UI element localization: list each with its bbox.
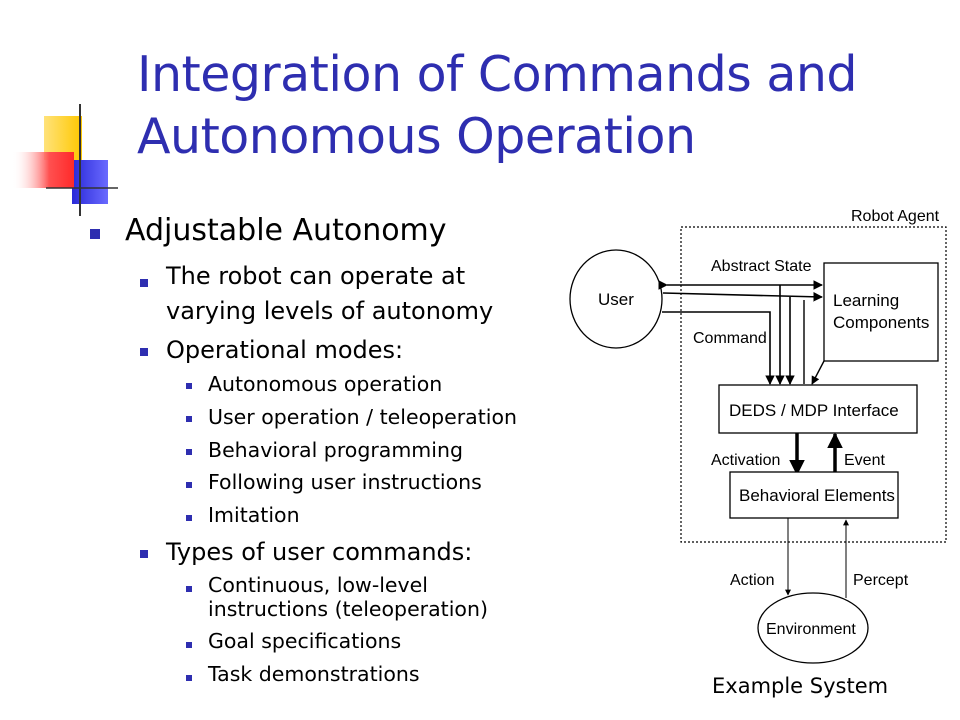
bullet-command-types: Types of user commands: (166, 538, 473, 566)
title-line-2: Autonomous Operation (137, 108, 696, 165)
bullet-marker (186, 449, 192, 455)
command-item: Task demonstrations (208, 662, 420, 686)
user-node (569, 249, 663, 349)
robot-agent-label: Robot Agent (851, 208, 940, 225)
command-arrow (662, 311, 775, 385)
mode-item: Following user instructions (208, 470, 482, 494)
bullet-marker (90, 229, 100, 239)
decorative-corner-graphic (12, 104, 118, 216)
event-label: Event (844, 452, 885, 469)
bullet-marker (186, 515, 192, 521)
bullet-marker (186, 586, 192, 592)
deds-interface-box (718, 384, 918, 434)
bullet-adjustable-autonomy: Adjustable Autonomy (125, 213, 447, 248)
behavioral-elements-box (729, 471, 899, 519)
title-line-1: Integration of Commands and (137, 46, 858, 103)
action-label: Action (730, 572, 774, 589)
bullet-robot-levels-line2: varying levels of autonomy (166, 297, 494, 325)
learning-label-line2: Components (833, 313, 929, 332)
behavioral-label: Behavioral Elements (739, 486, 895, 505)
bullet-marker (186, 383, 192, 389)
command-label: Command (693, 330, 767, 347)
abstract-state-label: Abstract State (711, 258, 812, 275)
bullet-marker (140, 279, 148, 287)
robot-agent-boundary (680, 226, 947, 543)
deds-label: DEDS / MDP Interface (729, 401, 899, 420)
environment-label: Environment (766, 621, 856, 638)
activation-label: Activation (711, 452, 780, 469)
learning-arrow (662, 291, 823, 302)
deco-blue-square (72, 160, 108, 204)
bullet-marker (186, 482, 192, 488)
command-item: Goal specifications (208, 629, 402, 653)
bullet-marker (186, 675, 192, 681)
learning-label-line1: Learning (833, 291, 899, 310)
mode-item: Behavioral programming (208, 438, 463, 462)
mode-item: Autonomous operation (208, 372, 443, 396)
mode-item: Imitation (208, 503, 300, 527)
bullet-operational-modes: Operational modes: (166, 336, 404, 364)
system-diagram: Robot Agent User Learning Components Abs… (569, 208, 947, 664)
user-label: User (598, 290, 634, 309)
diagram-caption: Example System (712, 674, 889, 698)
deco-red-bar (12, 152, 74, 188)
bullet-marker (186, 416, 192, 422)
environment-node (757, 592, 869, 664)
slide-title: Integration of Commands and Autonomous O… (137, 44, 947, 168)
bullet-marker (140, 348, 148, 356)
bullet-marker (140, 550, 148, 558)
bullet-robot-levels-line1: The robot can operate at (166, 262, 466, 290)
percept-label: Percept (853, 572, 909, 589)
learning-components-box (823, 262, 939, 362)
mode-item: User operation / teleoperation (208, 405, 517, 429)
command-item-line1: Continuous, low-level (208, 573, 428, 597)
bullet-marker (186, 642, 192, 648)
command-item-line2: instructions (teleoperation) (208, 597, 488, 621)
learning-interface-link (811, 360, 825, 385)
